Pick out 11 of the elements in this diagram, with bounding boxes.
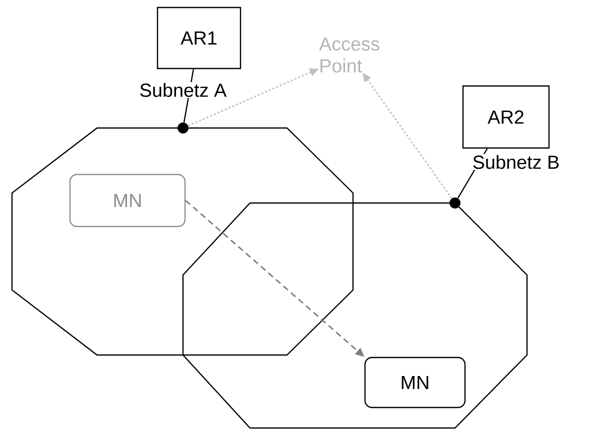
router-box: AR1 — [156, 6, 242, 70]
router-box: AR2 — [462, 85, 550, 149]
access-point-dot — [450, 198, 460, 208]
access-point-dot — [178, 122, 188, 134]
cell-octagon — [182, 202, 528, 429]
cell-octagon — [11, 127, 354, 356]
mobile-node-box: MN — [364, 356, 466, 408]
access-point-label: Access Point — [319, 37, 380, 73]
mobile-node-box: MN — [69, 174, 186, 228]
subnet-label: Subnetz A — [138, 82, 228, 98]
subnet-label: Subnetz B — [471, 154, 561, 170]
